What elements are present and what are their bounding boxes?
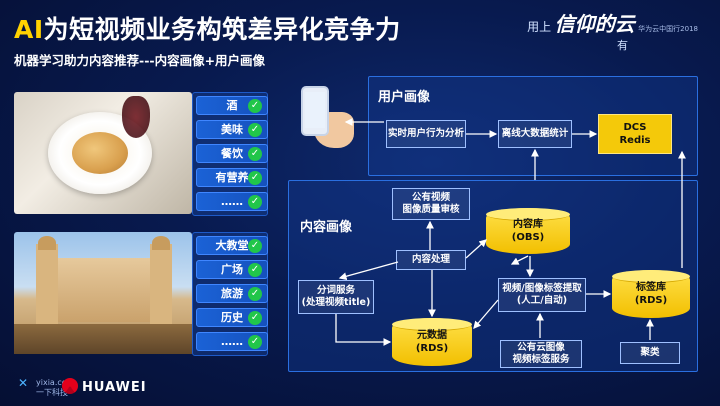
- segmentation-service-box: 分词服务 (处理视频title): [298, 280, 374, 314]
- content-profile-label: 内容画像: [300, 220, 353, 235]
- phone-screen: [305, 92, 325, 128]
- realtime-analysis-box: 实时用户行为分析: [386, 120, 466, 148]
- huawei-wordmark: HUAWEI: [82, 380, 147, 395]
- huawei-logo-icon: [62, 378, 78, 394]
- check-icon: ✓: [248, 147, 262, 161]
- cathedral-facade-image: [36, 258, 172, 322]
- public-cloud-tag-service-box: 公有云图像 视频标签服务: [500, 340, 582, 368]
- content-db-cylinder: 内容库 (OBS): [486, 208, 570, 254]
- check-icon: ✓: [248, 171, 262, 185]
- check-icon: ✓: [248, 123, 262, 137]
- offline-stats-box: 离线大数据统计: [498, 120, 572, 148]
- metadata-db-cylinder: 元数据 (RDS): [392, 318, 472, 366]
- check-icon: ✓: [248, 287, 262, 301]
- arrow-processing-to-contentdb: [465, 239, 487, 259]
- check-icon: ✓: [248, 263, 262, 277]
- user-profile-section: [368, 76, 698, 176]
- cathedral-tower-left: [36, 244, 58, 324]
- arrow-extract-to-metadata: [473, 299, 499, 329]
- dcs-redis-box: DCS Redis: [598, 114, 672, 154]
- page-title: AI为短视频业务构筑差异化竞争力: [14, 15, 401, 44]
- check-icon: ✓: [248, 195, 262, 209]
- wine-glass-image: [122, 96, 150, 138]
- user-profile-label: 用户画像: [378, 90, 431, 105]
- cathedral-tower-right: [150, 244, 172, 324]
- arrow-processing-to-segment: [338, 261, 399, 281]
- plaza-image: [14, 324, 192, 354]
- check-icon: ✓: [248, 99, 262, 113]
- tag-db-cylinder: 标签库 (RDS): [612, 270, 690, 318]
- tag-extraction-box: 视频/图像标签提取 (人工/自动): [498, 278, 586, 312]
- clustering-box: 聚类: [620, 342, 680, 364]
- partner-credit: yixia.com 一下科技: [36, 378, 75, 397]
- tower-dome-right: [152, 236, 170, 250]
- arrow-segment-to-metadata: [335, 314, 392, 346]
- arrow-contentdb-to-processing: [510, 255, 529, 265]
- pasta-image: [72, 132, 128, 174]
- page-subtitle: 机器学习助力内容推荐---内容画像+用户画像: [14, 53, 266, 68]
- public-video-audit-box: 公有视频 图像质量审核: [392, 188, 470, 220]
- event-brand: 用上 信仰的云 华为云中国行2018 有: [527, 12, 698, 52]
- check-icon: ✓: [248, 335, 262, 349]
- yixia-logo-icon: ✕: [18, 376, 29, 390]
- check-icon: ✓: [248, 311, 262, 325]
- check-icon: ✓: [248, 239, 262, 253]
- content-processing-box: 内容处理: [396, 250, 466, 270]
- tower-dome-left: [38, 236, 56, 250]
